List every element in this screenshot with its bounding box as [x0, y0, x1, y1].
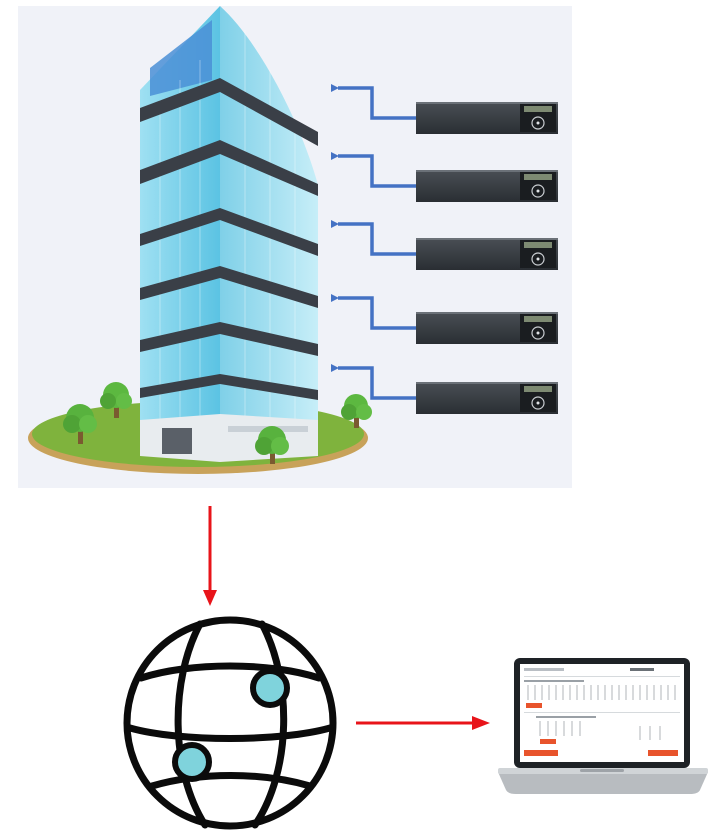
- device-keypad-center: [536, 257, 540, 261]
- device-lcd-display: [524, 386, 552, 392]
- network-node-bottom: [172, 742, 212, 782]
- arrow-network-to-laptop: [356, 716, 490, 730]
- device-lcd-display: [524, 106, 552, 112]
- trees: [63, 382, 372, 464]
- device-top-edge: [416, 238, 558, 240]
- device-lcd-display: [524, 242, 552, 248]
- devices-group: [331, 84, 558, 414]
- laptop-icon: [498, 658, 708, 794]
- connection-arrow: [331, 364, 416, 400]
- device-top-edge: [416, 102, 558, 104]
- device-keypad-icon: [531, 184, 545, 198]
- device-keypad-icon: [531, 252, 545, 266]
- rack-device-1: [331, 84, 558, 134]
- device-keypad-icon: [531, 116, 545, 130]
- device-keypad-center: [536, 189, 540, 193]
- device-keypad-center: [536, 401, 540, 405]
- arrow-building-to-network: [203, 506, 217, 606]
- laptop-screen-content: [524, 668, 680, 756]
- device-keypad-icon: [531, 326, 545, 340]
- device-keypad-center: [536, 121, 540, 125]
- rack-device-5: [331, 364, 558, 414]
- connection-arrow: [331, 294, 416, 330]
- connection-arrow: [331, 220, 416, 256]
- connection-arrow: [331, 152, 416, 188]
- globe-network-icon: [123, 616, 337, 830]
- device-keypad-icon: [531, 396, 545, 410]
- device-keypad-center: [536, 331, 540, 335]
- device-top-edge: [416, 382, 558, 384]
- rack-device-2: [331, 152, 558, 202]
- network-node-top: [250, 668, 290, 708]
- rack-device-3: [331, 220, 558, 270]
- device-lcd-display: [524, 174, 552, 180]
- device-lcd-display: [524, 316, 552, 322]
- device-top-edge: [416, 170, 558, 172]
- connection-arrow: [331, 84, 416, 120]
- rack-device-4: [331, 294, 558, 344]
- device-top-edge: [416, 312, 558, 314]
